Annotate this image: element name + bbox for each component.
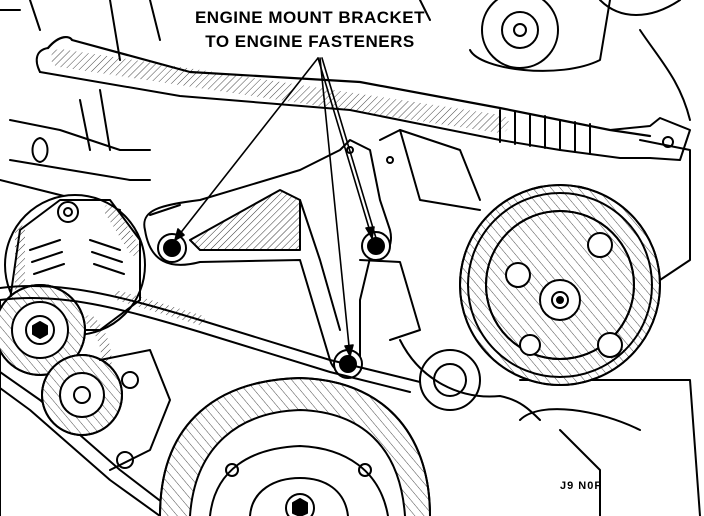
upper-idler-pulley bbox=[469, 0, 691, 121]
tensioner-pulley bbox=[41, 349, 171, 471]
crankshaft-pulley bbox=[159, 377, 431, 516]
figure-code: J9 N0F bbox=[560, 480, 603, 492]
callout-line-2: TO ENGINE FASTENERS bbox=[205, 32, 415, 51]
power-steering-pulley bbox=[459, 184, 661, 386]
callout-label: ENGINE MOUNT BRACKET TO ENGINE FASTENERS bbox=[150, 6, 470, 54]
lower-mounting-boss bbox=[399, 339, 541, 421]
callout-leaders bbox=[174, 57, 377, 357]
heater-hose bbox=[35, 35, 691, 161]
fastener-right bbox=[361, 231, 391, 261]
left-pipe-assembly bbox=[0, 89, 151, 211]
callout-line-1: ENGINE MOUNT BRACKET bbox=[194, 8, 426, 27]
alternator-pulley bbox=[0, 284, 112, 395]
engine-mount-bracket bbox=[143, 129, 481, 375]
fastener-left bbox=[157, 233, 187, 263]
